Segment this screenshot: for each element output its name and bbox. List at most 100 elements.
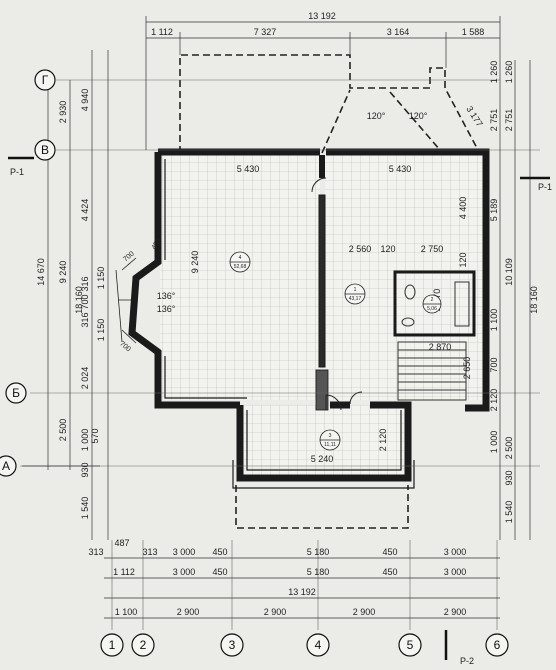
dim-interior-120b: 120 bbox=[458, 252, 468, 267]
dim-bottom-r1-2: 313 bbox=[142, 547, 157, 557]
axis-bubble-3 bbox=[220, 633, 244, 657]
dim-left-14670: 14 670 bbox=[36, 258, 46, 286]
room-4-number: 4 bbox=[239, 255, 242, 261]
left-dimension-lines bbox=[22, 50, 109, 540]
dim-left-18160: 18 160 bbox=[74, 286, 84, 314]
dim-top-seg2: 7 327 bbox=[254, 27, 277, 37]
axis-label-1: 1 bbox=[109, 638, 116, 652]
dim-bottom-r4-4: 2 900 bbox=[444, 607, 467, 617]
dim-right-930: 930 bbox=[504, 470, 514, 485]
axis-label-a: А bbox=[2, 459, 10, 473]
dim-interior-9240: 9 240 bbox=[190, 251, 200, 274]
angle-left: 120° bbox=[367, 111, 386, 121]
room-1-number: 1 bbox=[354, 287, 357, 293]
axis-grid-lines bbox=[20, 79, 540, 630]
bottom-dimension-lines bbox=[104, 557, 500, 619]
room-2-area: 5,06 bbox=[427, 306, 437, 312]
dim-interior-2120: 2 120 bbox=[378, 429, 388, 452]
central-partition bbox=[315, 155, 329, 411]
bay-dim-450: 450 bbox=[151, 237, 163, 251]
dim-left-9240: 9 240 bbox=[58, 261, 68, 284]
angle-bay-2: 136° bbox=[157, 304, 176, 314]
dim-interior-2870: 2 870 bbox=[429, 342, 452, 352]
room-tags bbox=[229, 251, 442, 451]
dim-bottom-r4-0: 1 100 bbox=[115, 607, 138, 617]
axis-bubbles bbox=[0, 69, 509, 657]
dim-interior-120a: 120 bbox=[380, 244, 395, 254]
dim-top-overall: 13 192 bbox=[308, 11, 336, 21]
dim-left-4424: 4 424 bbox=[80, 199, 90, 222]
dim-right-2751a: 2 751 bbox=[489, 109, 499, 132]
dim-right-700: 700 bbox=[489, 357, 499, 372]
dim-interior-5430-right: 5 430 bbox=[389, 164, 412, 174]
dim-bottom-overall: 13 192 bbox=[288, 587, 316, 597]
axis-label-3: 3 bbox=[229, 638, 236, 652]
axis-bubble-g bbox=[34, 69, 56, 91]
dim-right-1260: 1 260 bbox=[489, 61, 499, 84]
room-3-area: 11,11 bbox=[324, 442, 336, 448]
dim-left-930: 930 bbox=[80, 462, 90, 477]
dim-bottom-r1-4: 450 bbox=[212, 547, 227, 557]
dim-top-seg1: 1 112 bbox=[151, 27, 173, 37]
dim-right-2751b: 2 751 bbox=[504, 109, 514, 132]
dim-right-1000: 1 000 bbox=[489, 431, 499, 454]
axis-label-b: Б bbox=[12, 386, 20, 400]
dim-bottom-r4-3: 2 900 bbox=[353, 607, 376, 617]
dim-left-316a: 316 bbox=[80, 276, 90, 291]
angle-right: 120° bbox=[409, 111, 428, 121]
dim-left-316b: 316 bbox=[80, 312, 90, 327]
dim-left-2500: 2 500 bbox=[58, 419, 68, 442]
dim-right-5189: 5 189 bbox=[489, 199, 499, 222]
bathroom-fixtures bbox=[401, 281, 470, 327]
stair bbox=[397, 341, 467, 401]
dim-bottom-r1-3: 3 000 bbox=[173, 547, 196, 557]
dim-left-2024: 2 024 bbox=[80, 367, 90, 390]
room-3-number: 3 bbox=[329, 433, 332, 439]
dashed-outline bbox=[179, 54, 479, 529]
top-dimension-lines bbox=[145, 16, 501, 150]
axis-label-2: 2 bbox=[140, 638, 147, 652]
dim-interior-5240: 5 240 bbox=[311, 454, 334, 464]
dim-right-2120: 2 120 bbox=[489, 389, 499, 412]
dim-bottom-r1-5: 5 180 bbox=[307, 547, 330, 557]
room-1-area: 43,17 bbox=[349, 296, 362, 302]
dim-right-10109: 10 109 bbox=[504, 258, 514, 286]
dim-bottom-r4-2: 2 900 bbox=[264, 607, 287, 617]
axis-label-g: Г bbox=[42, 73, 49, 87]
dim-left-570: 570 bbox=[90, 428, 100, 443]
axis-bubble-5 bbox=[398, 633, 422, 657]
dim-left-2930: 2 930 bbox=[58, 101, 68, 124]
room-4-area: 52,68 bbox=[234, 264, 247, 270]
dim-bottom-r2-2: 450 bbox=[212, 567, 227, 577]
room-2-number: 2 bbox=[431, 297, 434, 303]
bay-window bbox=[115, 257, 137, 344]
section-mark-lines bbox=[8, 156, 550, 660]
dim-bottom-r4-1: 2 900 bbox=[177, 607, 200, 617]
dim-right-18160: 18 160 bbox=[529, 286, 539, 314]
exterior-walls bbox=[128, 148, 490, 482]
dim-bottom-r2-1: 3 000 bbox=[173, 567, 196, 577]
dim-interior-2650: 2 650 bbox=[462, 357, 472, 380]
dim-top-seg3: 3 164 bbox=[387, 27, 410, 37]
bathroom-walls bbox=[393, 270, 476, 337]
axis-bubble-6 bbox=[485, 633, 509, 657]
dim-interior-4400: 4 400 bbox=[458, 197, 468, 220]
dim-interior-2750: 2 750 bbox=[421, 244, 444, 254]
dim-interior-5430-left: 5 430 bbox=[237, 164, 260, 174]
dim-left-700: 700 bbox=[80, 294, 90, 309]
dim-bottom-r2-0: 1 112 bbox=[113, 567, 135, 577]
axis-bubble-v bbox=[34, 139, 56, 161]
dim-bottom-r1-6: 450 bbox=[382, 547, 397, 557]
door-swings bbox=[311, 177, 363, 411]
section-mark-left: Р-1 bbox=[10, 167, 24, 177]
dim-bottom-r1-1: 487 bbox=[114, 538, 129, 548]
dim-bottom-r2-4: 450 bbox=[382, 567, 397, 577]
dim-left-4940: 4 940 bbox=[80, 89, 90, 112]
dim-right-1100: 1 100 bbox=[489, 309, 499, 332]
axis-label-6: 6 bbox=[494, 638, 501, 652]
axis-bubble-1 bbox=[100, 633, 124, 657]
axis-bubble-4 bbox=[306, 633, 330, 657]
dim-bottom-r1-0: 313 bbox=[88, 547, 103, 557]
